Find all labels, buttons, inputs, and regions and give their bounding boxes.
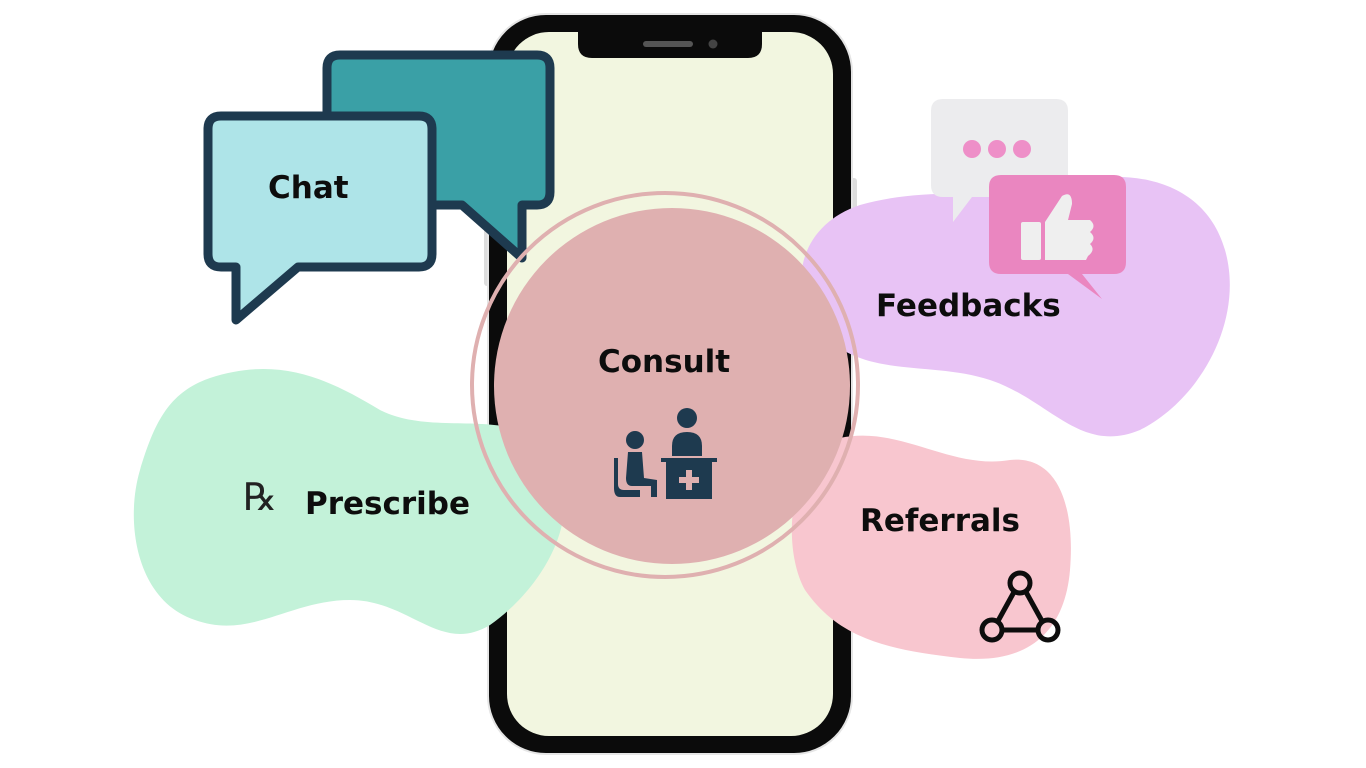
rx-symbol-icon: ℞ bbox=[243, 475, 278, 519]
referrals-label: Referrals bbox=[860, 503, 1020, 539]
consult-ring bbox=[470, 191, 860, 579]
thumbs-up-chat-icon bbox=[931, 99, 1126, 299]
chat-bubbles-icon bbox=[203, 50, 555, 325]
feedbacks-label: Feedbacks bbox=[876, 288, 1061, 324]
referrals-blob bbox=[791, 435, 1071, 659]
consult-circle bbox=[494, 208, 850, 564]
network-triangle-icon bbox=[979, 570, 1061, 643]
doctor-patient-icon bbox=[614, 408, 717, 499]
consult-label: Consult bbox=[598, 344, 731, 380]
prescribe-blob bbox=[133, 369, 565, 634]
prescribe-label: Prescribe bbox=[305, 486, 470, 522]
chat-label: Chat bbox=[268, 170, 349, 206]
